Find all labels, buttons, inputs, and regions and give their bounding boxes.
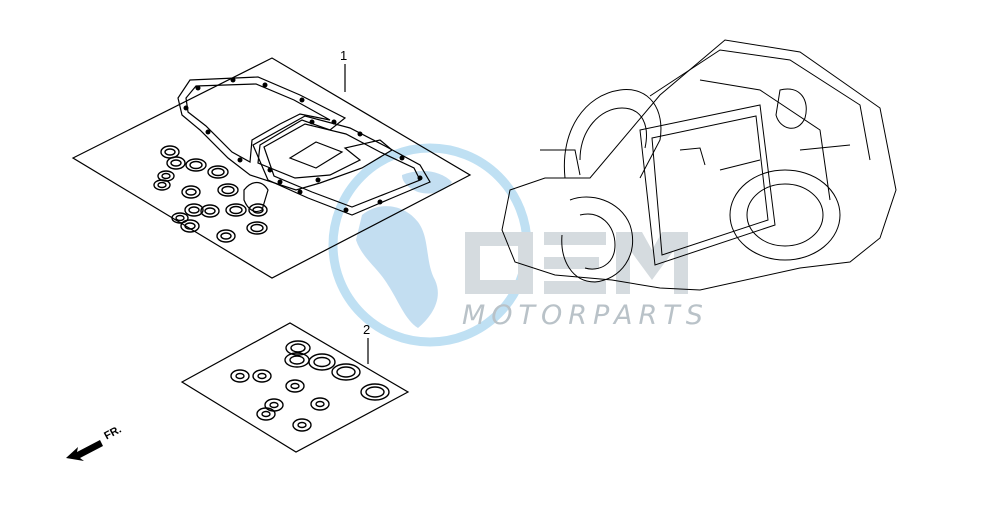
gasket-kit-2 xyxy=(180,322,410,453)
watermark-text: MOTORPARTS xyxy=(462,300,709,331)
engine-outline xyxy=(501,39,897,291)
callout-1: 1 xyxy=(340,48,348,63)
gasket-kit-1 xyxy=(71,57,472,279)
callout-2: 2 xyxy=(363,322,371,337)
front-direction-arrow xyxy=(66,440,103,461)
